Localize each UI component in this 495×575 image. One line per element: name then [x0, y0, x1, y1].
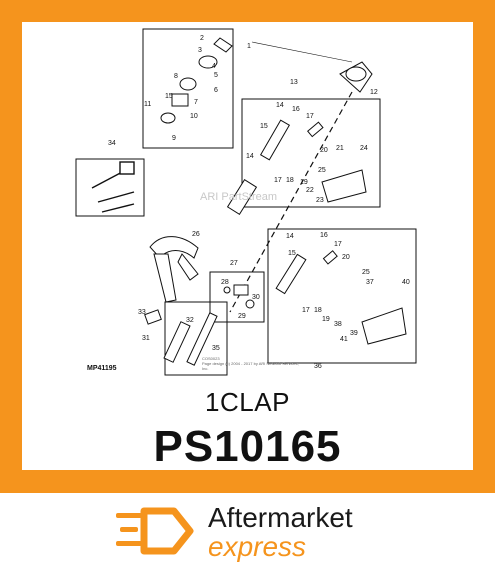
box-shaft [164, 301, 228, 376]
callout-33: 33 [138, 309, 146, 316]
callout-17-lower2: 17 [302, 307, 310, 314]
brand-tagline: express [208, 531, 307, 562]
callout-9: 9 [172, 135, 176, 142]
callout-25-upper: 25 [318, 167, 326, 174]
callout-26: 26 [192, 231, 200, 238]
orange-frame: 2 3 1 4 5 6 8 15 11 7 10 9 12 13 14 16 1… [0, 0, 495, 493]
callout-41: 41 [340, 336, 348, 343]
callout-24: 24 [360, 145, 368, 152]
part-number: PS10165 [153, 422, 342, 471]
callout-16-lower: 16 [320, 232, 328, 239]
diagram-watermark: ARI PartStream [200, 191, 278, 203]
callout-23: 23 [316, 197, 324, 204]
callout-19-upper: 19 [300, 179, 308, 186]
callout-30: 30 [252, 294, 260, 301]
callout-15: 15 [165, 93, 173, 100]
part-name: 1CLAP [205, 387, 290, 417]
brand-name: Aftermarket [208, 502, 353, 533]
callout-17-lower: 17 [334, 241, 342, 248]
callout-1: 1 [247, 43, 251, 50]
callout-37: 37 [366, 279, 374, 286]
box-clamp [209, 271, 265, 323]
callout-10: 10 [190, 113, 198, 120]
callout-14-left: 14 [246, 153, 254, 160]
box-throttle-lower [267, 228, 417, 364]
callout-12: 12 [370, 89, 378, 96]
callout-38: 38 [334, 321, 342, 328]
callout-21: 21 [336, 145, 344, 152]
callout-22: 22 [306, 187, 314, 194]
callout-14-upper: 14 [276, 102, 284, 109]
box-tools [75, 158, 145, 217]
callout-18-upper: 18 [286, 177, 294, 184]
callout-6: 6 [214, 87, 218, 94]
callout-14-lower: 14 [286, 233, 294, 240]
box-handle-knob [142, 28, 234, 149]
callout-29: 29 [238, 313, 246, 320]
callout-13: 13 [290, 79, 298, 86]
diagram-copyright: COS0023 Page design (c) 2004 - 2017 by A… [202, 356, 302, 371]
brand-footer: Aftermarket express [0, 493, 495, 575]
callout-28: 28 [221, 279, 229, 286]
callout-17-mid: 17 [274, 177, 282, 184]
callout-16-upper: 16 [292, 106, 300, 113]
callout-15-upper: 15 [260, 123, 268, 130]
copyright-line-2: Page design (c) 2004 - 2017 by ARI Netwo… [202, 361, 299, 371]
callout-19-lower: 19 [322, 316, 330, 323]
callout-39: 39 [350, 330, 358, 337]
callout-11: 11 [144, 101, 151, 108]
copyright-line-1: COS0023 [202, 356, 220, 361]
aftermarket-express-logo-icon [116, 507, 194, 555]
callout-8: 8 [174, 73, 178, 80]
callout-7: 7 [194, 99, 198, 106]
parts-diagram: 2 3 1 4 5 6 8 15 11 7 10 9 12 13 14 16 1… [75, 28, 417, 376]
callout-17-upper: 17 [306, 113, 314, 120]
callout-34: 34 [108, 140, 116, 147]
callout-20-lower: 20 [342, 254, 350, 261]
callout-18-lower: 18 [314, 307, 322, 314]
callout-20-upper: 20 [320, 147, 328, 154]
callout-31: 31 [142, 335, 150, 342]
callout-32: 32 [186, 317, 194, 324]
callout-15-lower: 15 [288, 250, 296, 257]
figure-code: MP41195 [87, 365, 117, 372]
callout-25-lower: 25 [362, 269, 370, 276]
callout-40: 40 [402, 279, 410, 286]
callout-2: 2 [200, 35, 204, 42]
product-card: 2 3 1 4 5 6 8 15 11 7 10 9 12 13 14 16 1… [22, 22, 473, 471]
callout-35: 35 [212, 345, 220, 352]
box-throttle-upper [241, 98, 381, 208]
callout-4: 4 [212, 63, 216, 70]
callout-3: 3 [198, 47, 202, 54]
callout-27: 27 [230, 260, 238, 267]
callout-5: 5 [214, 72, 218, 79]
callout-36: 36 [314, 363, 322, 370]
